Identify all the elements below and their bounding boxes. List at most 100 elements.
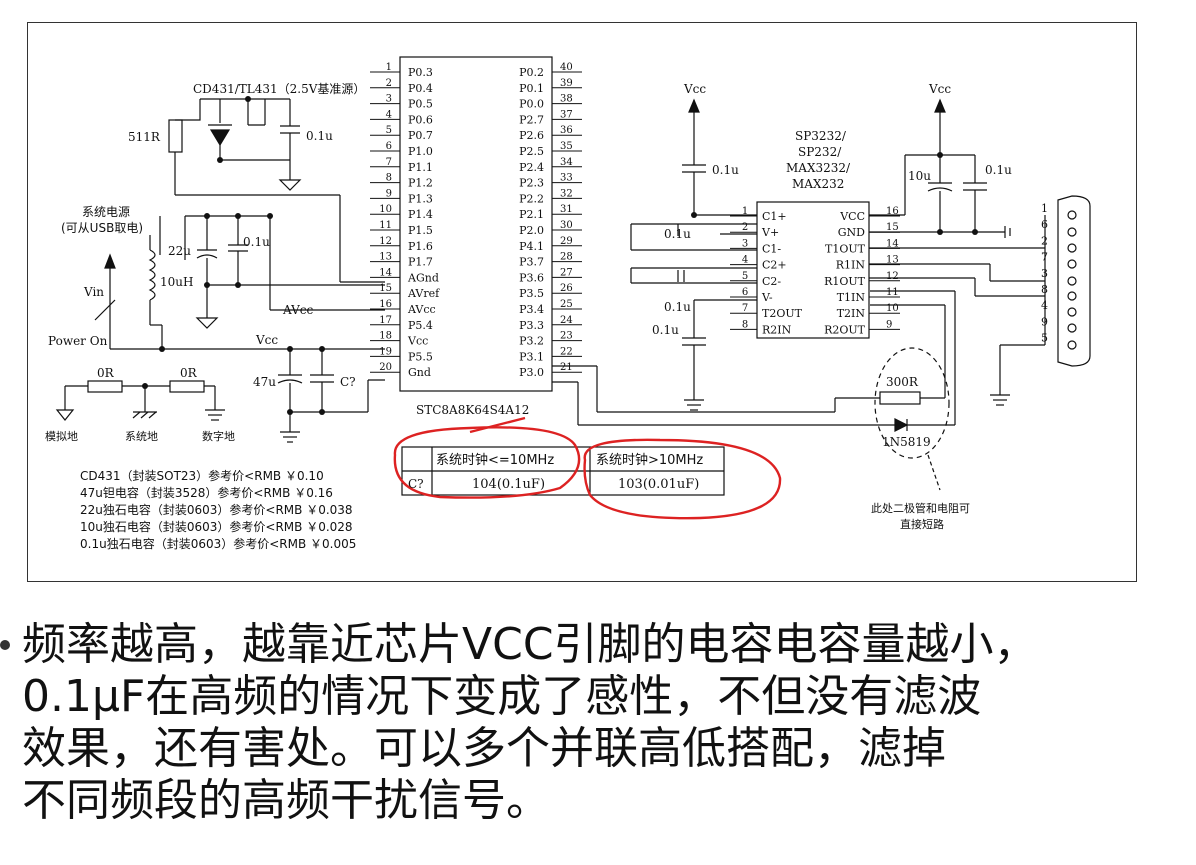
mcu-pin-number: 7: [386, 157, 392, 168]
mcu-pin-number: 27: [560, 267, 573, 278]
sp-name-4: MAX232: [792, 177, 844, 191]
mcu-pin-number: 19: [379, 346, 392, 357]
schematic-frame: [27, 22, 1137, 582]
sp-pin-number: 14: [886, 238, 899, 249]
sp-pin-name: T2IN: [837, 307, 866, 320]
mcu-pin-number: 38: [560, 94, 573, 105]
mcu-pin-number: 4: [386, 109, 392, 120]
mcu-pin-name: P1.6: [408, 240, 433, 253]
mcu-pin-name: P2.1: [519, 208, 544, 221]
gnd-analog-label: 模拟地: [45, 429, 78, 443]
mcu-pin-number: 36: [560, 125, 573, 136]
sp-pin-number: 4: [742, 255, 748, 266]
cap-01u-label: 0.1u: [306, 129, 333, 143]
sp-pin-name: T1OUT: [825, 242, 866, 255]
cap-c-label: C?: [340, 375, 356, 389]
cap-47u-label: 47u: [253, 375, 276, 389]
sp-pin-number: 10: [886, 303, 899, 314]
sp3232-body: [756, 201, 870, 339]
vcc-right-label: Vcc: [928, 82, 951, 96]
price-item: CD431（封装SOT23）参考价<RMB ￥0.10: [80, 468, 324, 483]
cap-01u-label-2: 0.1u: [243, 235, 270, 249]
mcu-pin-name: P1.5: [408, 224, 433, 237]
cap-22u-label: 22u: [168, 244, 191, 258]
mcu-pin-name: P1.4: [408, 208, 433, 221]
mcu-pin-name: P3.7: [519, 256, 544, 269]
mcu-pin-name: P0.5: [408, 98, 433, 111]
sp-pin-name: V-: [761, 291, 773, 304]
sp-pin-number: 15: [886, 222, 899, 233]
db9-pin-number: 9: [1041, 315, 1048, 328]
sp-cap-label: 0.1u: [712, 163, 739, 177]
sp-pin-name: GND: [838, 226, 865, 239]
mcu-pin-number: 11: [379, 220, 392, 231]
mcu-pin-name: AVcc: [407, 303, 436, 316]
db9-pin-number: 5: [1041, 332, 1048, 345]
sp-pin-name: R2IN: [762, 323, 792, 336]
sp-name-3: MAX3232/: [786, 161, 851, 175]
mcu-pin-number: 26: [560, 283, 573, 294]
mcu-pin-number: 9: [386, 188, 392, 199]
mcu-pin-number: 18: [379, 331, 392, 342]
mcu-pin-number: 28: [560, 252, 573, 263]
db9-pin-number: 8: [1041, 283, 1048, 296]
mcu-pin-name: P2.4: [519, 161, 544, 174]
mcu-pin-number: 21: [560, 362, 573, 373]
sp-cap-10u-label: 10u: [908, 169, 931, 183]
bullet-line-2: 0.1μF在高频的情况下变成了感性，不但没有滤波: [22, 671, 982, 722]
mcu-pin-name: P2.3: [519, 177, 544, 190]
mcu-pin-number: 17: [379, 315, 392, 326]
mcu-pin-number: 30: [560, 220, 573, 231]
mcu-pin-name: P1.1: [408, 161, 433, 174]
mcu-pin-number: 10: [379, 204, 392, 215]
mcu-pin-number: 29: [560, 236, 573, 247]
power-label: 系统电源: [82, 205, 130, 219]
sp-pin-name: R1IN: [836, 259, 866, 272]
mcu-pin-name: P2.6: [519, 129, 544, 142]
sp-pin-number: 7: [742, 303, 748, 314]
mcu-pin-number: 5: [386, 125, 392, 136]
sp-pin-name: R2OUT: [824, 323, 866, 336]
gnd-system-label: 系统地: [125, 430, 158, 443]
mcu-pin-name: P0.3: [408, 66, 433, 79]
mcu-pin-name: P1.3: [408, 192, 433, 205]
gnd-digital-label: 数字地: [202, 429, 235, 443]
mcu-pin-name: P2.5: [519, 145, 544, 158]
bullet-line-3: 效果，还有害处。可以多个并联高低搭配，滤掉: [22, 723, 946, 774]
sp-pin-number: 2: [742, 222, 748, 233]
mcu-pin-number: 39: [560, 78, 573, 89]
mcu-pin-name: P3.3: [519, 319, 544, 332]
sp-pin-name: C2+: [762, 259, 787, 272]
sp-pin-number: 12: [886, 271, 899, 282]
sp-pin-number: 16: [886, 206, 899, 217]
sp-pin-number: 1: [742, 206, 748, 217]
price-item: 10u独石电容（封装0603）参考价<RMB ￥0.028: [80, 519, 353, 534]
price-list: CD431（封装SOT23）参考价<RMB ￥0.10 47u钽电容（封装352…: [80, 468, 356, 551]
sp-pin-number: 8: [742, 319, 748, 330]
bullet-line-4: 不同频段的高频干扰信号。: [22, 775, 550, 826]
r0-left-label: 0R: [97, 366, 115, 380]
sp-pin-number: 9: [886, 319, 892, 330]
mcu-pin-number: 32: [560, 188, 573, 199]
mcu-pin-number: 16: [379, 299, 392, 310]
mcu-pin-name: AGnd: [407, 271, 439, 284]
sp-pin-number: 6: [742, 287, 748, 298]
mcu-pin-name: P4.1: [519, 240, 544, 253]
r0-right-label: 0R: [180, 366, 198, 380]
mcu-pin-name: P0.7: [408, 129, 433, 142]
sp-cap-label: 0.1u: [652, 323, 679, 337]
mcu-body: [399, 56, 553, 392]
mcu-pin-name: P2.7: [519, 113, 544, 126]
bullet-line-1: 频率越高，越靠近芯片VCC引脚的电容电容量越小，: [22, 619, 1038, 670]
sp-pin-name: R1OUT: [824, 275, 866, 288]
mcu-pin-name: P0.2: [519, 66, 544, 79]
sp-cap-label: 0.1u: [664, 300, 691, 314]
db9-pin-number: 2: [1041, 234, 1048, 247]
mcu-pin-number: 8: [386, 173, 392, 184]
r300-label: 300R: [886, 375, 919, 389]
mcu-pin-number: 13: [379, 252, 392, 263]
mcu-pin-name: Gnd: [408, 366, 431, 379]
note-line-2: 直接短路: [900, 517, 944, 531]
